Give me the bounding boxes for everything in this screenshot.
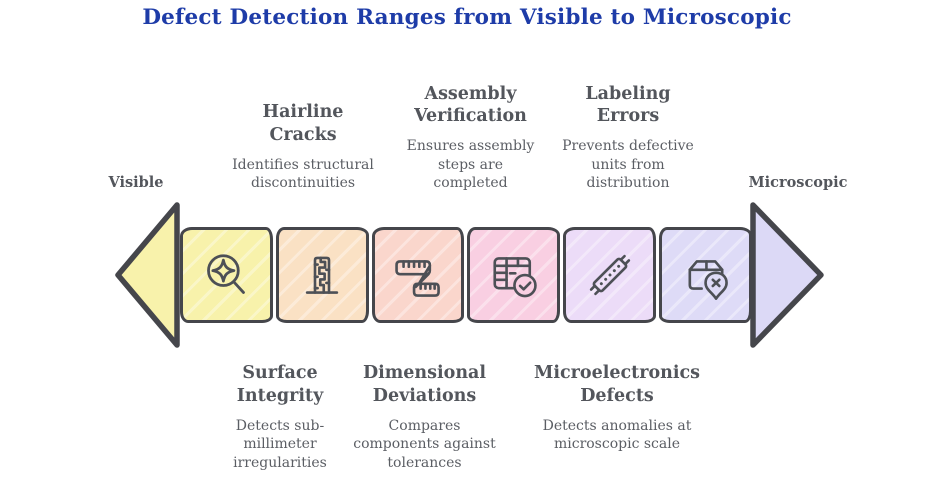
callout-title: Surface Integrity [236, 363, 324, 406]
arrow-segment [371, 227, 465, 323]
table-check-icon [493, 257, 537, 298]
measuring-tape-icon [395, 260, 440, 297]
callout-title: Labeling Errors [585, 83, 671, 127]
arrow-segment [659, 227, 752, 323]
callout-description: Detects sub-millimeter irregularities [233, 417, 327, 471]
scale-label-visible: Visible [108, 174, 164, 191]
callout-microelectronics-defects: Microelectronics Defects Detects anomali… [527, 362, 707, 454]
callout-description: Detects anomalies at microscopic scale [542, 417, 692, 453]
package-pin-x-icon [688, 260, 728, 300]
cracked-column-icon [306, 256, 339, 294]
arrow-segment [275, 227, 369, 323]
callout-description: Ensures assembly steps are completed [406, 138, 535, 192]
page-title: Defect Detection Ranges from Visible to … [142, 5, 792, 30]
callout-dimensional-deviations: Dimensional Deviations Compares componen… [353, 362, 495, 472]
magnifier-sparkle-icon [207, 254, 246, 294]
callout-title: Dimensional Deviations [362, 363, 487, 406]
arrow-segments [180, 227, 752, 323]
left-arrowhead-icon [115, 202, 180, 348]
callout-title: Microelectronics Defects [534, 363, 700, 406]
arrow-segment [563, 227, 657, 323]
callout-assembly-verification: Assembly Verification Ensures assembly s… [403, 72, 538, 193]
callout-labeling-errors: Labeling Errors Prevents defective units… [562, 72, 694, 193]
callout-title: Hairline Cracks [262, 102, 344, 146]
microchip-component-icon [589, 254, 630, 296]
right-arrowhead-icon [750, 202, 824, 348]
callout-description: Prevents defective units from distributi… [562, 138, 694, 192]
callout-description: Compares components against tolerances [353, 417, 496, 471]
callout-title: Assembly Verification [414, 83, 527, 127]
callout-hairline-cracks: Hairline Cracks Identifies structural di… [232, 72, 374, 193]
callout-description: Identifies structural discontinuities [232, 156, 374, 192]
arrow-segment [467, 227, 561, 323]
callout-surface-integrity: Surface Integrity Detects sub-millimeter… [220, 362, 340, 472]
arrow-segment [180, 227, 273, 323]
scale-label-microscopic: Microscopic [748, 174, 848, 191]
